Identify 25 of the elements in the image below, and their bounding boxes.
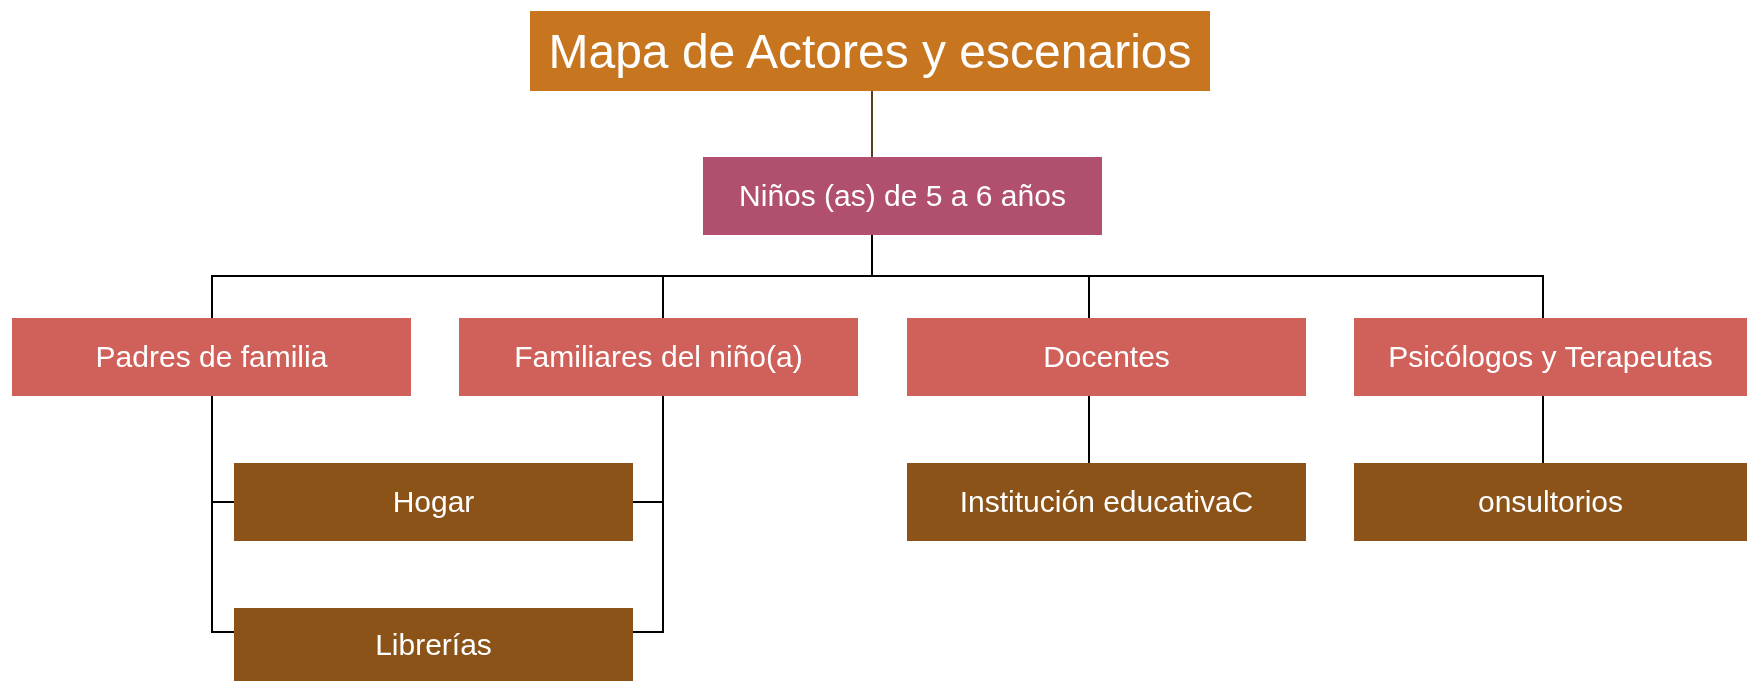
scenario-box bbox=[907, 463, 1306, 541]
node-label: Niños (as) de 5 a 6 años bbox=[739, 179, 1066, 213]
node-label: Institución educativaC bbox=[959, 485, 1254, 519]
connector-line bbox=[1542, 395, 1544, 464]
node-label: onsultorios bbox=[1477, 485, 1624, 519]
actor-box bbox=[459, 318, 858, 396]
node-label: Padres de familia bbox=[95, 340, 328, 374]
title-box bbox=[530, 11, 1210, 91]
actor-box bbox=[1354, 318, 1747, 396]
scenario-box bbox=[234, 463, 633, 541]
node-label: Docentes bbox=[1043, 340, 1170, 374]
connector-line bbox=[871, 90, 873, 158]
connector-line bbox=[211, 395, 235, 633]
actor-box bbox=[907, 318, 1306, 396]
scenario-box bbox=[234, 608, 633, 681]
actor-box bbox=[12, 318, 411, 396]
node-label: Familiares del niño(a) bbox=[514, 340, 803, 374]
node-label: Psicólogos y Terapeutas bbox=[1388, 340, 1713, 374]
connector-line bbox=[1088, 395, 1090, 464]
node-label: Hogar bbox=[392, 485, 475, 519]
root-box bbox=[703, 157, 1102, 235]
node-label: Librerías bbox=[375, 627, 492, 662]
scenario-box bbox=[1354, 463, 1747, 541]
connector-line bbox=[632, 395, 664, 633]
node-label: Mapa de Actores y escenarios bbox=[548, 23, 1192, 79]
